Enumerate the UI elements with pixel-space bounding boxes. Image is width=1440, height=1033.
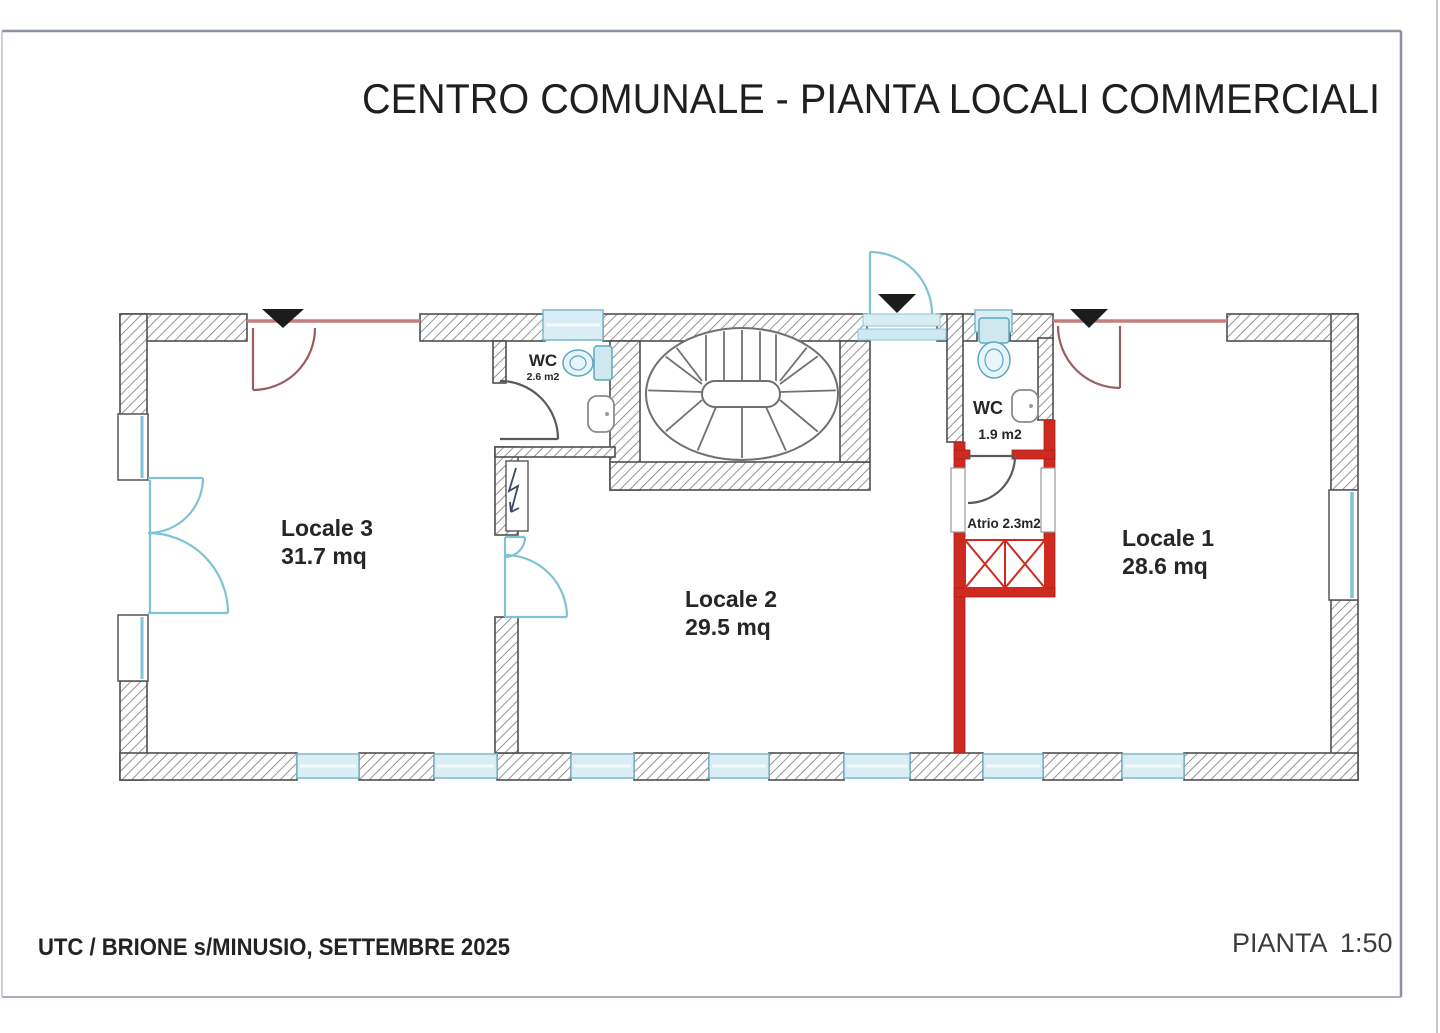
toilet-icon-wc-small	[977, 317, 1011, 379]
door-wc-large	[499, 379, 560, 441]
fixtures	[562, 317, 1039, 433]
floor-plan: Locale 3 31.7 mq Locale 2 29.5 mq Locale…	[117, 250, 1359, 781]
wc-small-label: WC	[973, 398, 1003, 418]
hatched-walls	[119, 313, 1359, 781]
left-window-lower	[117, 614, 149, 682]
door-main-entry	[868, 250, 934, 315]
room-labels: Locale 3 31.7 mq Locale 2 29.5 mq Locale…	[281, 351, 1214, 640]
atrio-label: Atrio 2.3m2	[967, 516, 1041, 531]
staircase	[645, 327, 839, 461]
left-window-upper	[117, 413, 149, 481]
windows	[117, 309, 1359, 779]
riser-niche	[505, 460, 529, 532]
sink-icon-wc-large	[587, 395, 615, 433]
door-atrio	[967, 454, 1017, 505]
locale2-area: 29.5 mq	[685, 614, 771, 640]
shaft-x-box	[964, 539, 1046, 589]
toilet-icon-wc-large	[562, 345, 613, 381]
locale1-area: 28.6 mq	[1122, 553, 1208, 579]
entrance-marker-icon	[1070, 309, 1108, 328]
door-locale1	[1056, 325, 1122, 390]
locale3-name: Locale 3	[281, 515, 373, 541]
door-locale3	[251, 327, 317, 392]
doors	[147, 250, 1122, 619]
top-window-wc-large	[542, 309, 604, 341]
locale3-area: 31.7 mq	[281, 543, 367, 569]
french-door-left-wall	[147, 476, 230, 615]
footer-author: UTC / BRIONE s/MINUSIO, SETTEMBRE 2025	[38, 934, 510, 961]
locale2-name: Locale 2	[685, 586, 777, 612]
sink-icon-wc-small	[1011, 389, 1039, 423]
atrio-side-niches	[950, 467, 1056, 533]
wc-small-area: 1.9 m2	[978, 426, 1022, 442]
entrance-marker-icon	[262, 309, 304, 328]
right-window	[1328, 489, 1359, 601]
footer-plan-scale: 1:50	[1340, 928, 1393, 958]
wc-large-area: 2.6 m2	[527, 371, 560, 383]
footer-plan-label: PIANTA	[1232, 928, 1328, 958]
entrance-marker-icon	[878, 294, 916, 313]
entry-sill	[857, 313, 947, 341]
page-title: CENTRO COMUNALE - PIANTA LOCALI COMMERCI…	[362, 75, 1380, 122]
entrance-markers	[262, 294, 1108, 328]
locale1-name: Locale 1	[1122, 525, 1214, 551]
wc-large-label: WC	[529, 351, 557, 370]
french-door-locale2	[503, 535, 569, 619]
